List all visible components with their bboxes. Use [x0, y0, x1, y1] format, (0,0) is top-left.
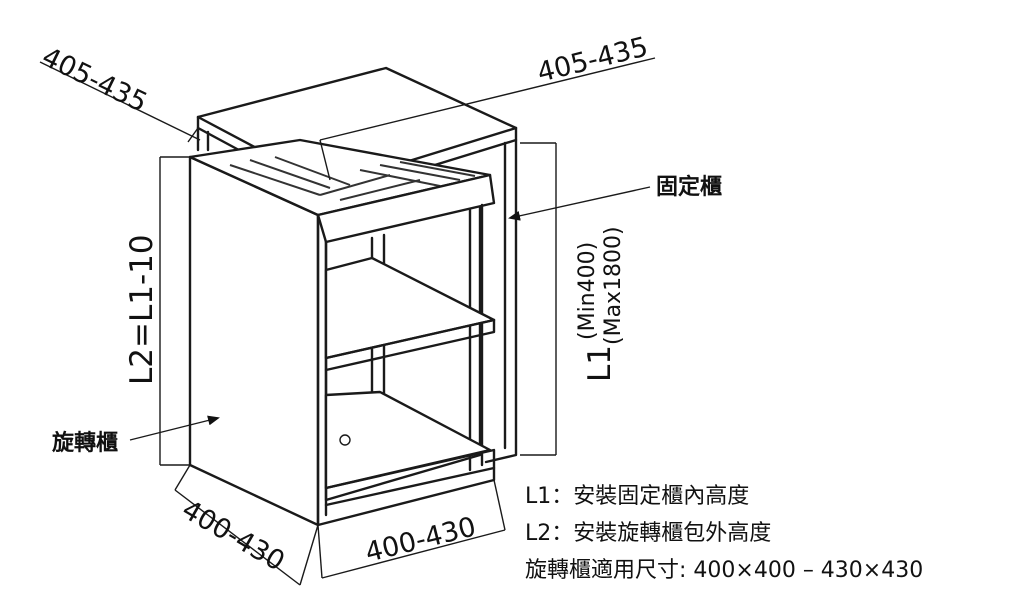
fixed-cabinet-right-post: [484, 138, 518, 464]
top-shelf-rail: [316, 173, 496, 244]
dimension-lines: [39, 57, 656, 586]
right-height-label: L1: [582, 345, 618, 382]
spindle-hole-icon: [339, 434, 351, 446]
note-l2: L2：安裝旋轉櫃包外高度: [525, 521, 772, 546]
left-height-label: L2=L1-10: [124, 234, 160, 385]
top-right-width-label: 405-435: [534, 31, 651, 88]
rotating-cabinet: [188, 138, 496, 527]
fixed-cabinet-arrow: [508, 186, 651, 221]
rotating-cabinet-arrow: [129, 415, 220, 441]
note-size-range: 旋轉櫃適用尺寸: 400×400 – 430×430: [525, 558, 924, 583]
fixed-cabinet-label: 固定櫃: [656, 174, 722, 200]
rotating-cabinet-label: 旋轉櫃: [52, 430, 118, 456]
rotating-cabinet-side-panel: [188, 155, 320, 527]
top-left-depth-label: 405-435: [37, 41, 152, 118]
right-height-min-label: (Min400): [575, 242, 600, 340]
note-l1: L1：安裝固定櫃內高度: [525, 484, 750, 509]
bottom-left-depth-label: 400-430: [177, 494, 290, 577]
notes-block: L1：安裝固定櫃內高度 L2：安裝旋轉櫃包外高度 旋轉櫃適用尺寸: 400×40…: [525, 478, 1005, 589]
right-height-max-label: (Max1800): [601, 226, 626, 345]
rack-slats: [229, 156, 476, 201]
bottom-front-width-label: 400-430: [362, 511, 479, 568]
